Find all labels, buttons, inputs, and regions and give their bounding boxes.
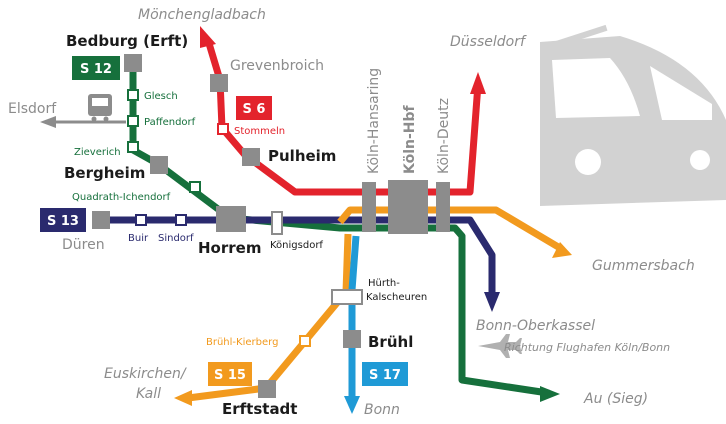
- label-bruehl: Brühl: [368, 333, 413, 351]
- station-glesch: [127, 89, 139, 101]
- line-s12-path: [129, 58, 552, 397]
- station-quadrath: [189, 181, 201, 193]
- badge-s6: S 6: [236, 96, 272, 120]
- station-erftstadt: [258, 380, 276, 398]
- label-koenigsdorf: Königsdorf: [270, 240, 323, 251]
- arrow-moenchengladbach: [200, 26, 216, 48]
- label-deutz: Köln-Deutz: [436, 98, 452, 174]
- station-dueren: [92, 211, 110, 229]
- badge-s13: S 13: [40, 208, 86, 232]
- label-paffendorf: Paffendorf: [144, 117, 196, 128]
- station-koenigsdorf: [271, 211, 283, 235]
- train-icon: [540, 24, 726, 206]
- label-grevenbroich: Grevenbroich: [230, 58, 324, 74]
- station-huerth: [331, 289, 363, 305]
- label-dueren: Düren: [62, 237, 105, 253]
- arrow-gummersbach: [552, 242, 572, 258]
- dest-au-sieg: Au (Sieg): [583, 391, 648, 407]
- dest-euskirchen-2: Kall: [136, 386, 161, 402]
- station-grevenbroich: [210, 74, 228, 92]
- badge-s17: S 17: [362, 362, 408, 386]
- badge-s12: S 12: [72, 56, 120, 80]
- station-deutz: [436, 182, 450, 232]
- station-bruehl-kierberg: [299, 335, 311, 347]
- svg-text:S 13: S 13: [47, 214, 79, 229]
- station-zieverich: [127, 141, 139, 153]
- dest-duesseldorf: Düsseldorf: [450, 34, 527, 50]
- line-s17-path: [348, 235, 360, 400]
- label-huerth-2: Kalscheuren: [366, 292, 427, 303]
- station-hbf: [388, 180, 428, 234]
- station-stommeln: [217, 123, 229, 135]
- label-huerth-1: Hürth-: [368, 278, 400, 289]
- dest-euskirchen-1: Euskirchen/: [104, 366, 187, 382]
- label-bedburg: Bedburg (Erft): [66, 32, 188, 50]
- dest-bonn: Bonn: [364, 402, 400, 418]
- dest-bonn-oberkassel: Bonn-Oberkassel: [476, 318, 595, 334]
- label-hansaring: Köln-Hansaring: [366, 68, 382, 174]
- line-s13-path: [100, 216, 496, 300]
- label-erftstadt: Erftstadt: [222, 400, 297, 418]
- arrow-euskirchen: [174, 390, 192, 406]
- label-elsdorf: Elsdorf: [8, 101, 57, 117]
- arrow-au-sieg: [540, 386, 560, 402]
- label-bruehl-kierberg: Brühl-Kierberg: [206, 337, 278, 348]
- label-quadrath: Quadrath-Ichendorf: [72, 192, 171, 203]
- label-glesch: Glesch: [144, 91, 178, 102]
- arrow-duesseldorf: [470, 72, 486, 94]
- station-horrem: [216, 206, 246, 232]
- station-bedburg: [124, 54, 142, 72]
- svg-text:S 6: S 6: [243, 102, 266, 117]
- station-hansaring: [362, 182, 376, 232]
- dest-gummersbach: Gummersbach: [592, 258, 695, 274]
- station-paffendorf: [127, 115, 139, 127]
- label-stommeln: Stommeln: [234, 126, 285, 137]
- label-sindorf: Sindorf: [158, 233, 194, 244]
- dest-flughafen: Richtung Flughafen Köln/Bonn: [504, 341, 670, 354]
- arrow-bonn-oberkassel: [484, 292, 500, 312]
- svg-text:S 12: S 12: [80, 62, 112, 77]
- label-zieverich: Zieverich: [74, 147, 121, 158]
- label-hbf: Köln-Hbf: [402, 104, 418, 174]
- station-bruehl: [343, 330, 361, 348]
- bus-icon: [88, 94, 112, 122]
- badge-s15: S 15: [208, 362, 252, 386]
- arrow-bonn: [344, 396, 360, 414]
- svg-text:S 15: S 15: [214, 368, 246, 383]
- arrow-elsdorf: [40, 116, 56, 128]
- label-buir: Buir: [128, 233, 149, 244]
- airplane-icon: [478, 334, 522, 358]
- svg-text:S 17: S 17: [369, 368, 401, 383]
- station-buir: [135, 214, 147, 226]
- station-sindorf: [175, 214, 187, 226]
- station-bergheim: [150, 156, 168, 174]
- dest-moenchengladbach: Mönchengladbach: [138, 7, 266, 23]
- station-pulheim: [242, 148, 260, 166]
- label-pulheim: Pulheim: [268, 147, 336, 165]
- label-bergheim: Bergheim: [64, 164, 145, 182]
- label-horrem: Horrem: [198, 239, 261, 257]
